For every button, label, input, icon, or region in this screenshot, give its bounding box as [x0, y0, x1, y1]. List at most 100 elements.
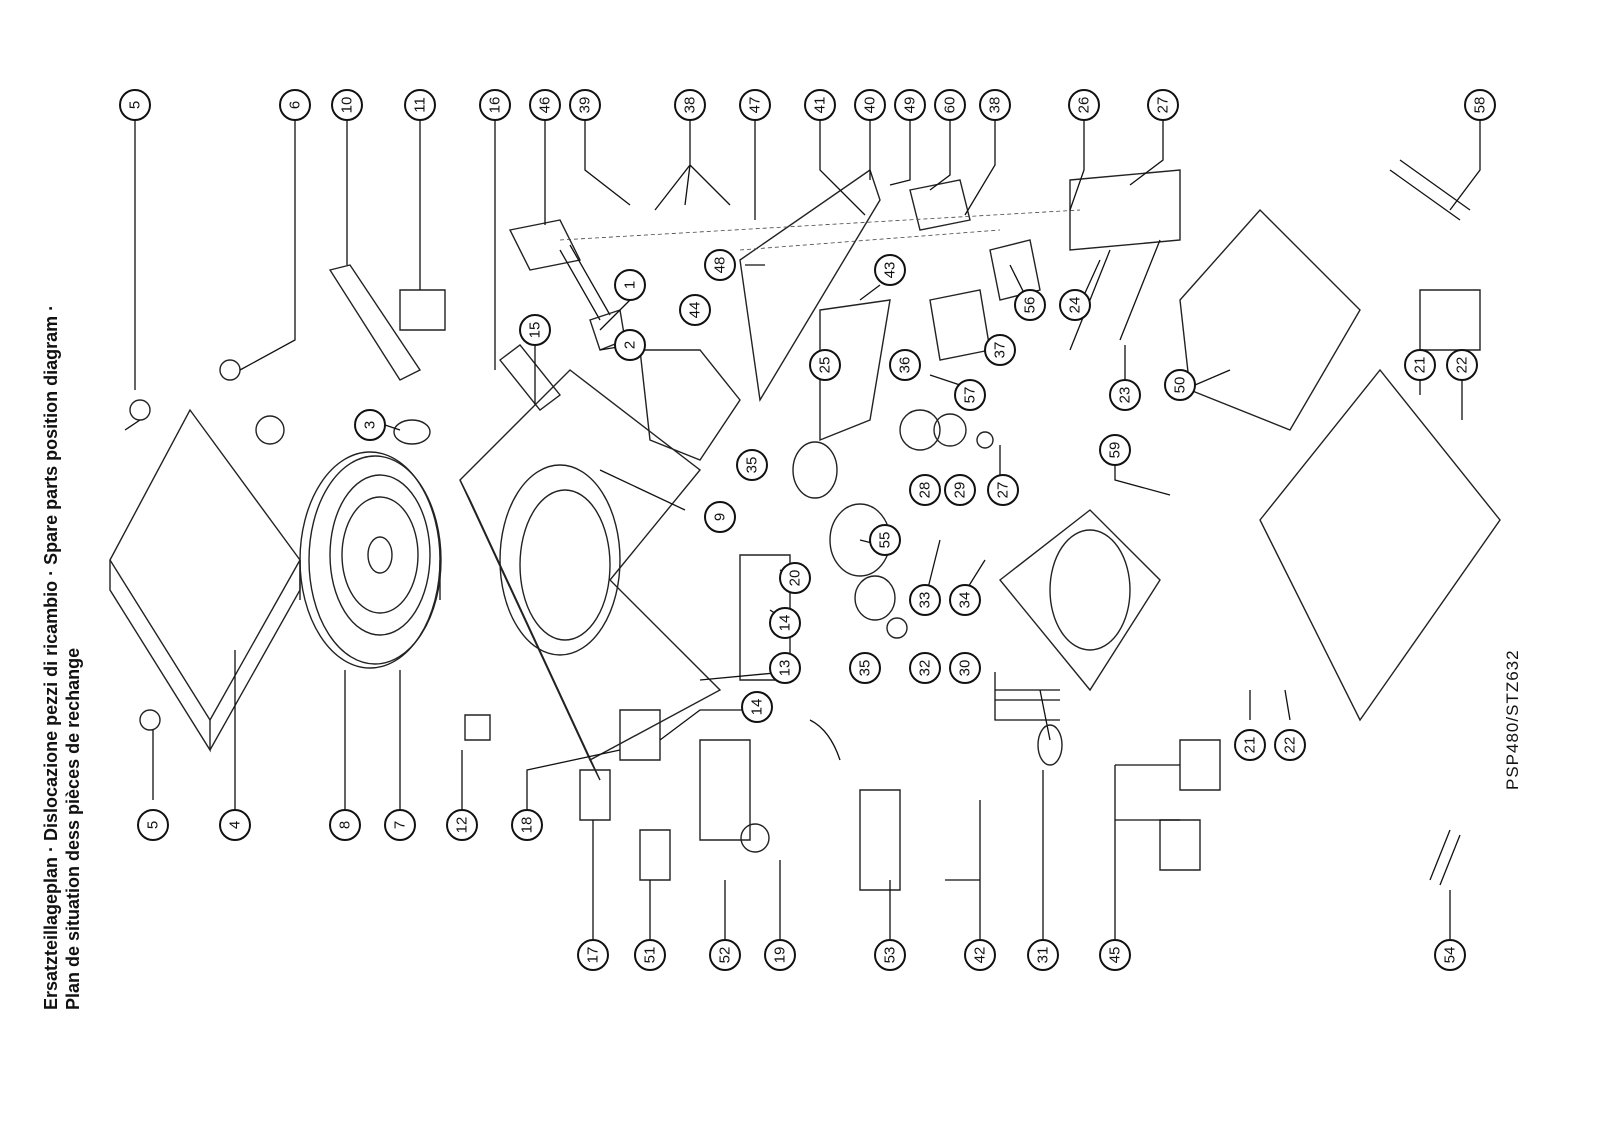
title-line-2: Plan de situation dess pièces de rechang… [63, 647, 83, 1010]
callout-number: 2 [622, 341, 639, 349]
callout-46: 46 [529, 89, 561, 121]
callout-1: 1 [614, 269, 646, 301]
callout-44: 44 [679, 294, 711, 326]
callout-number: 4 [227, 821, 244, 829]
callout-23: 23 [1109, 379, 1141, 411]
callout-55: 55 [869, 524, 901, 556]
callout-45: 45 [1099, 939, 1131, 971]
callout-number: 47 [747, 97, 764, 114]
callout-circle [909, 474, 941, 506]
callout-number: 37 [992, 342, 1009, 359]
callout-circle [874, 254, 906, 286]
callout-circle [634, 939, 666, 971]
callout-number: 10 [339, 97, 356, 114]
callout-number: 14 [749, 699, 766, 716]
callout-circle [119, 89, 151, 121]
callout-25: 25 [809, 349, 841, 381]
callout-36: 36 [889, 349, 921, 381]
callout-22: 22 [1446, 349, 1478, 381]
callout-circle [769, 652, 801, 684]
callout-number: 8 [337, 821, 354, 829]
callout-number: 49 [902, 97, 919, 114]
callout-number: 57 [962, 387, 979, 404]
callout-number: 46 [537, 97, 554, 114]
callout-circle [1446, 349, 1478, 381]
callout-number: 14 [777, 615, 794, 632]
callout-9: 9 [704, 501, 736, 533]
callout-number: 59 [1107, 442, 1124, 459]
callout-56: 56 [1014, 289, 1046, 321]
callout-circle [674, 89, 706, 121]
gear-assembly [792, 409, 994, 639]
front-controls [464, 554, 1461, 891]
callout-number: 21 [1412, 357, 1429, 374]
callout-21: 21 [1234, 729, 1266, 761]
right-side-boards [999, 159, 1501, 722]
callout-12: 12 [446, 809, 478, 841]
callout-circle [479, 89, 511, 121]
callout-number: 52 [717, 947, 734, 964]
platter [299, 419, 442, 669]
callout-59: 59 [1099, 434, 1131, 466]
callout-circle [1404, 349, 1436, 381]
callout-number: 15 [527, 322, 544, 339]
callout-29: 29 [944, 474, 976, 506]
callout-27: 27 [1147, 89, 1179, 121]
callout-circle [854, 89, 886, 121]
callout-number: 50 [1172, 377, 1189, 394]
callout-number: 22 [1282, 737, 1299, 754]
callout-circle [764, 939, 796, 971]
callout-number: 11 [412, 97, 429, 113]
callout-38: 38 [674, 89, 706, 121]
callout-circle [404, 89, 436, 121]
callout-circle [704, 249, 736, 281]
callout-14: 14 [769, 607, 801, 639]
callout-number: 38 [987, 97, 1004, 114]
callout-circle [679, 294, 711, 326]
callout-3: 3 [354, 409, 386, 441]
callout-15: 15 [519, 314, 551, 346]
callout-21: 21 [1404, 349, 1436, 381]
callout-number: 13 [777, 660, 794, 677]
callout-number: 43 [882, 262, 899, 279]
callout-circle [331, 89, 363, 121]
callout-circle [739, 89, 771, 121]
callout-circle [889, 349, 921, 381]
callout-18: 18 [511, 809, 543, 841]
diagram-title: Ersatzteillageplan · Dislocazione pezzi … [40, 305, 84, 1010]
callout-43: 43 [874, 254, 906, 286]
callout-number: 26 [1076, 97, 1093, 114]
callout-circle [519, 314, 551, 346]
callout-60: 60 [934, 89, 966, 121]
callout-number: 21 [1242, 737, 1259, 754]
callout-53: 53 [874, 939, 906, 971]
callout-circle [874, 939, 906, 971]
callout-circle [614, 269, 646, 301]
callout-19: 19 [764, 939, 796, 971]
callout-number: 35 [857, 660, 874, 677]
callout-circle [769, 607, 801, 639]
callout-circle [446, 809, 478, 841]
callout-number: 23 [1117, 387, 1134, 404]
callout-number: 29 [952, 482, 969, 499]
callout-circle [736, 449, 768, 481]
callout-30: 30 [949, 652, 981, 684]
callout-8: 8 [329, 809, 361, 841]
callout-26: 26 [1068, 89, 1100, 121]
callout-circle [569, 89, 601, 121]
callout-number: 34 [957, 592, 974, 609]
callout-number: 35 [744, 457, 761, 474]
callout-circle [1147, 89, 1179, 121]
callout-circle [704, 501, 736, 533]
callout-number: 1 [622, 281, 639, 289]
callout-circle [741, 691, 773, 723]
callout-circle [529, 89, 561, 121]
callout-49: 49 [894, 89, 926, 121]
callout-number: 24 [1067, 297, 1084, 314]
callout-circle [511, 809, 543, 841]
callout-circle [279, 89, 311, 121]
callout-48: 48 [704, 249, 736, 281]
callout-42: 42 [964, 939, 996, 971]
callout-circle [1434, 939, 1466, 971]
